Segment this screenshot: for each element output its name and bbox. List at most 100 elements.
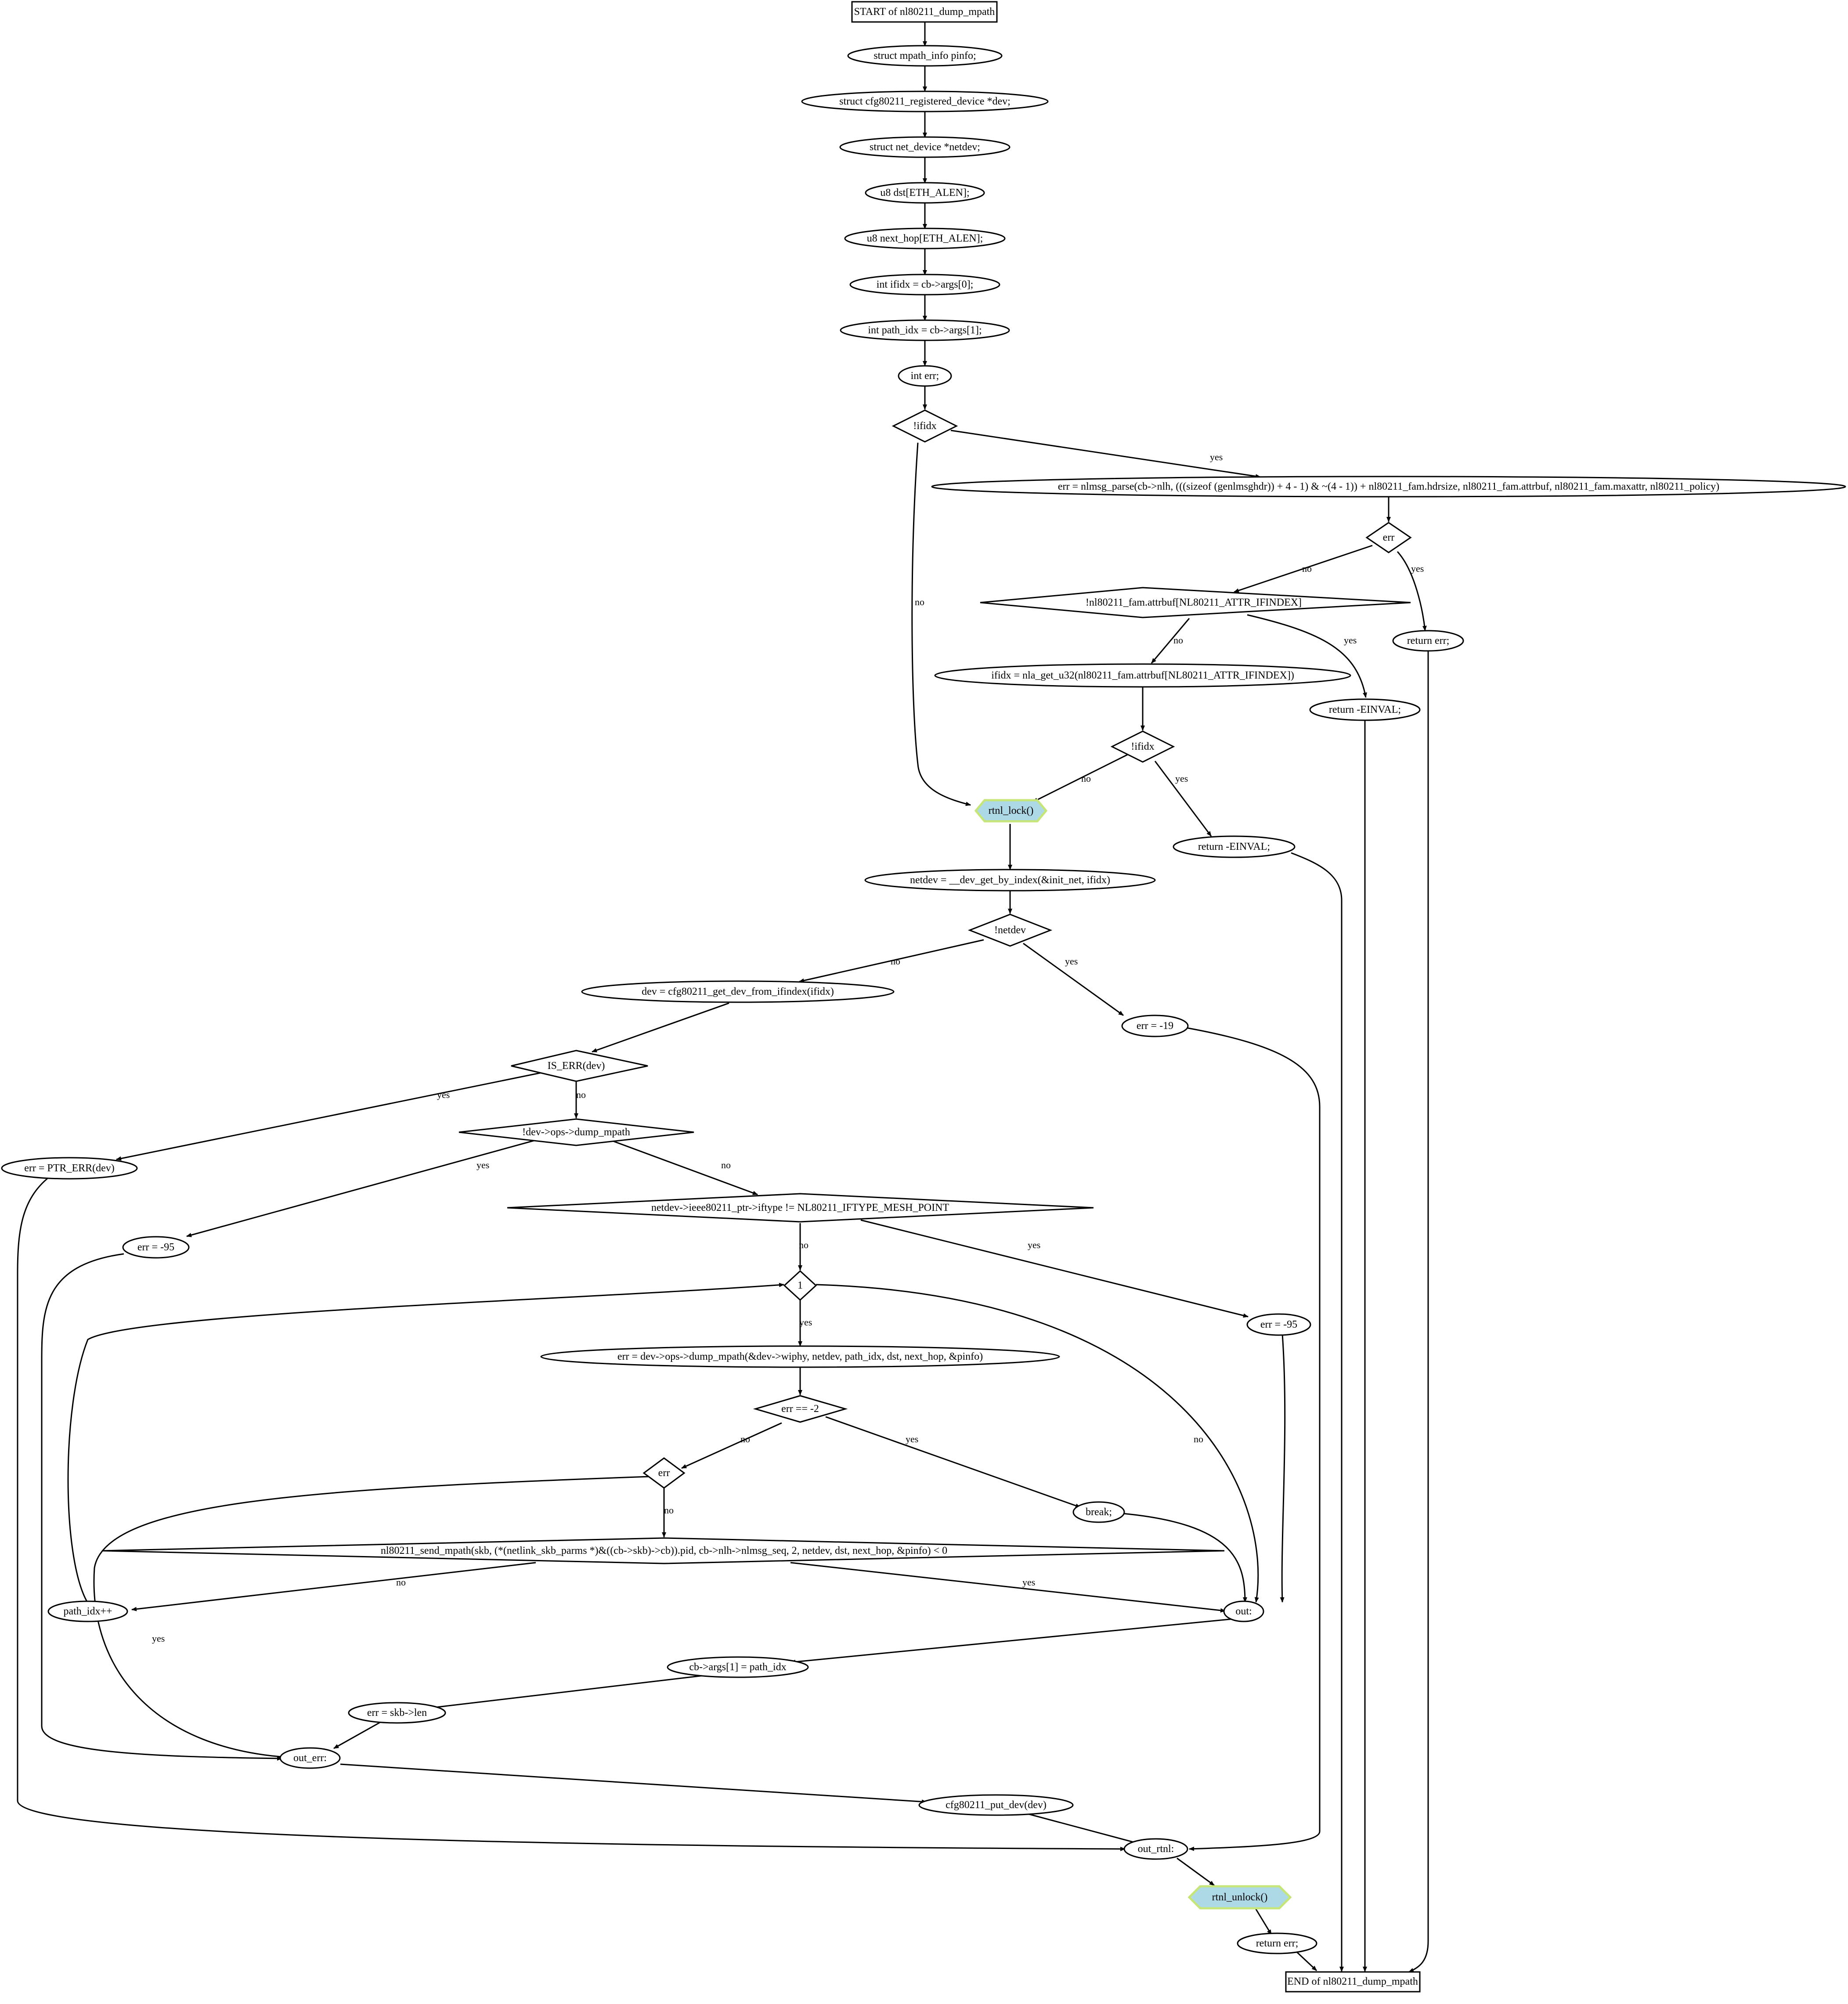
label-enoent-no: no [740,1433,750,1444]
edge-outerr-putdev [340,1763,927,1804]
node-ifidx-get: ifidx = nla_get_u32(nl80211_fam.attrbuf[… [934,663,1351,688]
label-dump-yes: yes [476,1159,489,1170]
node-cond-netdev: !netdev [967,914,1053,947]
svg-text:!ifidx: !ifidx [1131,741,1154,752]
edge-attr-yes [1247,614,1367,698]
node-return-einval1: return -EINVAL; [1309,698,1421,721]
label-ifidx1-yes: yes [1210,451,1223,462]
label-dump-no: no [721,1159,731,1170]
svg-text:!dev->ops->dump_mpath: !dev->ops->dump_mpath [522,1127,630,1138]
svg-text:err = PTR_ERR(dev): err = PTR_ERR(dev) [24,1163,115,1174]
edge-iftype-yes [860,1219,1249,1318]
node-err-19: err = -19 [1121,1015,1189,1037]
node-cond-err1: err [1365,522,1412,553]
edge-out-args [790,1618,1234,1664]
node-cond-dump-mpath: !dev->ops->dump_mpath [458,1118,694,1146]
node-put-dev: cfg80211_put_dev(dev) [918,1794,1074,1816]
svg-text:rtnl_unlock(): rtnl_unlock() [1212,1892,1268,1903]
edge-netdev-no [799,939,984,983]
edge-unlock-returnerr [1254,1907,1272,1935]
svg-text:netdev = __dev_get_by_index(&i: netdev = __dev_get_by_index(&init_net, i… [910,874,1110,886]
svg-text:err = dev->ops->dump_mpath(&de: err = dev->ops->dump_mpath(&dev->wiphy, … [617,1351,983,1362]
svg-text:struct mpath_info pinfo;: struct mpath_info pinfo; [873,50,976,61]
svg-text:u8 dst[ETH_ALEN];: u8 dst[ETH_ALEN]; [880,187,969,199]
node-return-einval2: return -EINVAL; [1173,835,1296,858]
edge-ifidx1-no [911,442,971,806]
edge-ifidx2-no [1032,754,1128,803]
svg-text:err: err [1383,532,1395,543]
svg-text:int err;: int err; [911,370,939,382]
node-err-ptr: err = PTR_ERR(dev) [1,1157,138,1180]
svg-text:return -EINVAL;: return -EINVAL; [1329,704,1401,715]
edge-pathinc-loop [67,1282,784,1603]
label-loop-yes: yes [799,1317,812,1328]
svg-text:err == -2: err == -2 [781,1403,819,1415]
node-dev-from-ifindex: dev = cfg80211_get_dev_from_ifindex(ifid… [581,980,895,1003]
label-ifidx1-no: no [915,596,924,607]
edge-dump-no [610,1139,758,1195]
edges [17,22,1429,1973]
node-return-err2: return err; [1237,1932,1317,1954]
edge-err1-yes [1397,551,1427,631]
label-send-yes: yes [1022,1577,1035,1588]
svg-text:return err;: return err; [1256,1938,1299,1949]
edge-ifidx1-yes [950,430,1261,479]
svg-text:cfg80211_put_dev(dev): cfg80211_put_dev(dev) [946,1799,1047,1811]
svg-text:out_err:: out_err: [293,1752,327,1764]
edge-attr-no [1151,618,1190,664]
edge-args-skblen [426,1674,712,1710]
svg-text:START of nl80211_dump_mpath: START of nl80211_dump_mpath [854,6,995,18]
svg-text:err = nlmsg_parse(cb->nlh, (((: err = nlmsg_parse(cb->nlh, (((sizeof (ge… [1058,481,1719,492]
node-start: START of nl80211_dump_mpath [851,1,998,23]
label-send-no: no [396,1577,406,1588]
svg-text:err = skb->len: err = skb->len [367,1707,427,1719]
svg-text:err = -95: err = -95 [137,1242,174,1253]
node-out-err: out_err: [279,1747,341,1769]
label-iftype-yes: yes [1028,1239,1040,1250]
svg-text:return err;: return err; [1407,635,1450,646]
node-dev-get: netdev = __dev_get_by_index(&init_net, i… [864,869,1156,892]
edge-dump-yes [186,1139,536,1237]
edge-err95a-outerr [41,1253,282,1761]
edge-einval2-end [1291,852,1344,1972]
node-nlmsg-parse: err = nlmsg_parse(cb->nlh, (((sizeof (ge… [931,476,1846,498]
svg-text:return -EINVAL;: return -EINVAL; [1198,841,1270,852]
edge-send-no [131,1562,536,1611]
svg-text:struct net_device *netdev;: struct net_device *netdev; [870,141,980,153]
node-cond-ifidx2: !ifidx [1110,730,1175,763]
svg-text:err = -19: err = -19 [1137,1020,1173,1032]
edge-netdev-yes [1023,942,1124,1016]
label-attr-no: no [1173,635,1183,646]
node-cond-attrbuf: !nl80211_fam.attrbuf[NL80211_ATTR_IFINDE… [980,587,1411,618]
edge-returnerr1-end [1408,650,1429,1973]
label-netdev-yes: yes [1065,956,1078,967]
svg-text:out:: out: [1235,1606,1252,1617]
label-iserr-yes: yes [437,1089,450,1100]
node-netdev-decl: struct net_device *netdev; [839,136,1011,158]
label-err1-yes: yes [1411,563,1424,574]
label-err1-no: no [1302,563,1312,574]
node-cond-loop: 1 [783,1270,817,1301]
edge-ifidx2-yes [1154,761,1212,837]
label-netdev-no: no [891,956,900,967]
edge-break-out [1122,1513,1247,1603]
node-err-95a: err = -95 [122,1236,190,1259]
svg-text:rtnl_lock(): rtnl_lock() [989,805,1034,816]
svg-text:out_rtnl:: out_rtnl: [1138,1843,1174,1855]
label-enoent-yes: yes [906,1433,918,1444]
node-dump-call: err = dev->ops->dump_mpath(&dev->wiphy, … [540,1345,1060,1368]
edge-putdev-outrtnl [1027,1813,1143,1845]
node-pathidx-decl: int path_idx = cb->args[1]; [840,319,1010,341]
label-err2-no: no [664,1505,674,1516]
node-err-95b: err = -95 [1246,1313,1311,1336]
label-iserr-no: no [576,1089,586,1100]
svg-text:break;: break; [1086,1506,1112,1518]
svg-text:path_idx++: path_idx++ [63,1606,112,1617]
label-ifidx2-yes: yes [1175,773,1188,784]
svg-text:u8 next_hop[ETH_ALEN];: u8 next_hop[ETH_ALEN]; [867,233,983,244]
label-loop-no: no [1194,1433,1203,1444]
svg-text:int path_idx = cb->args[1];: int path_idx = cb->args[1]; [868,325,982,336]
edge-enoent-no [681,1422,782,1469]
